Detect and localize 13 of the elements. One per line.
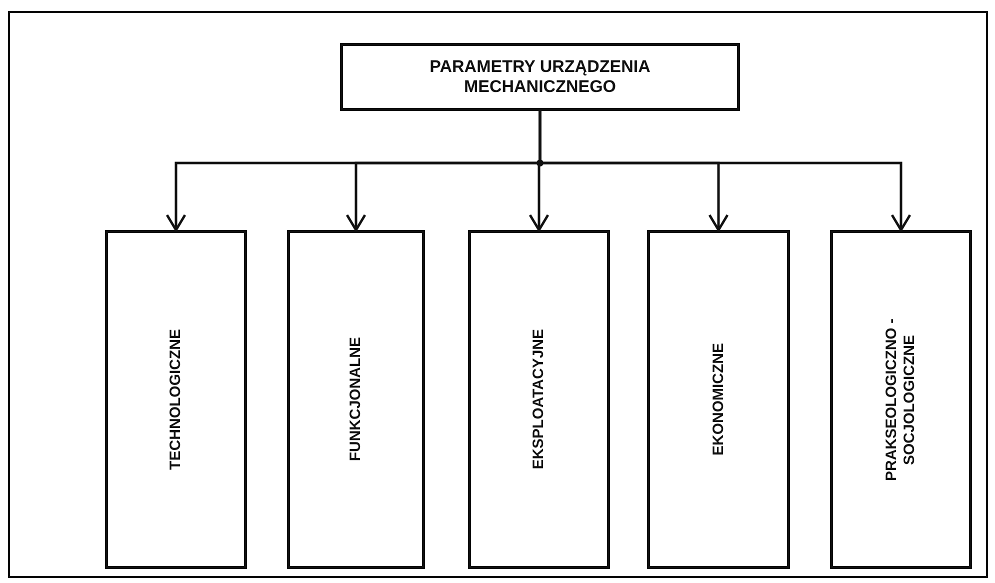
box-label: TECHNOLOGICZNE xyxy=(167,329,185,470)
box-label: EKSPLOATACYJNE xyxy=(530,329,548,470)
category-box xyxy=(647,230,790,569)
category-box xyxy=(105,230,247,569)
title-box xyxy=(340,43,740,111)
arrow xyxy=(538,111,912,232)
box-label: PARAMETRY URZĄDZENIA MECHANICZNEGO xyxy=(428,56,652,98)
category-box xyxy=(287,230,425,569)
category-box xyxy=(468,230,610,569)
box-label: PRAKSEOLOGICZNO - SOCJOLOGICZNE xyxy=(883,317,919,483)
box-label: FUNKCJONALNE xyxy=(347,337,365,462)
box-label: EKONOMICZNE xyxy=(710,343,728,456)
category-box xyxy=(830,230,972,569)
